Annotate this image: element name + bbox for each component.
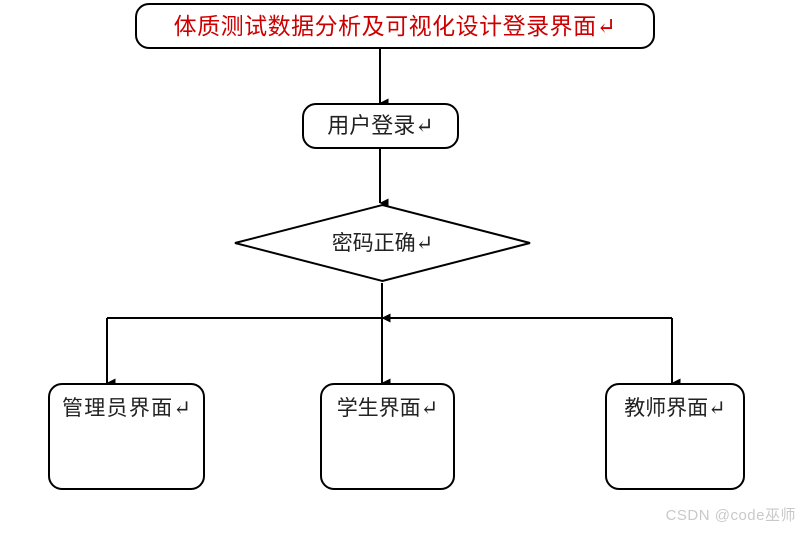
node-student-interface[interactable]: 学生界面↵	[320, 383, 455, 490]
node-password-correct[interactable]: 密码正确↵	[233, 203, 532, 283]
node-teacher-interface[interactable]: 教师界面↵	[605, 383, 745, 490]
node-title[interactable]: 体质测试数据分析及可视化设计登录界面↵	[135, 3, 655, 49]
node-user-login[interactable]: 用户登录↵	[302, 103, 459, 149]
diamond-shape	[234, 203, 531, 283]
node-title-label: 体质测试数据分析及可视化设计登录界面↵	[173, 13, 617, 39]
node-student-interface-label: 学生界面↵	[336, 396, 439, 420]
node-password-correct-label: 密码正确↵	[331, 230, 434, 255]
node-admin-interface-label: 管理员界面↵	[62, 396, 191, 420]
node-teacher-interface-label: 教师界面↵	[624, 396, 726, 420]
node-user-login-label: 用户登录↵	[327, 113, 434, 138]
node-admin-interface[interactable]: 管理员界面↵	[48, 383, 205, 490]
watermark-text: CSDN @code巫师	[665, 507, 796, 524]
